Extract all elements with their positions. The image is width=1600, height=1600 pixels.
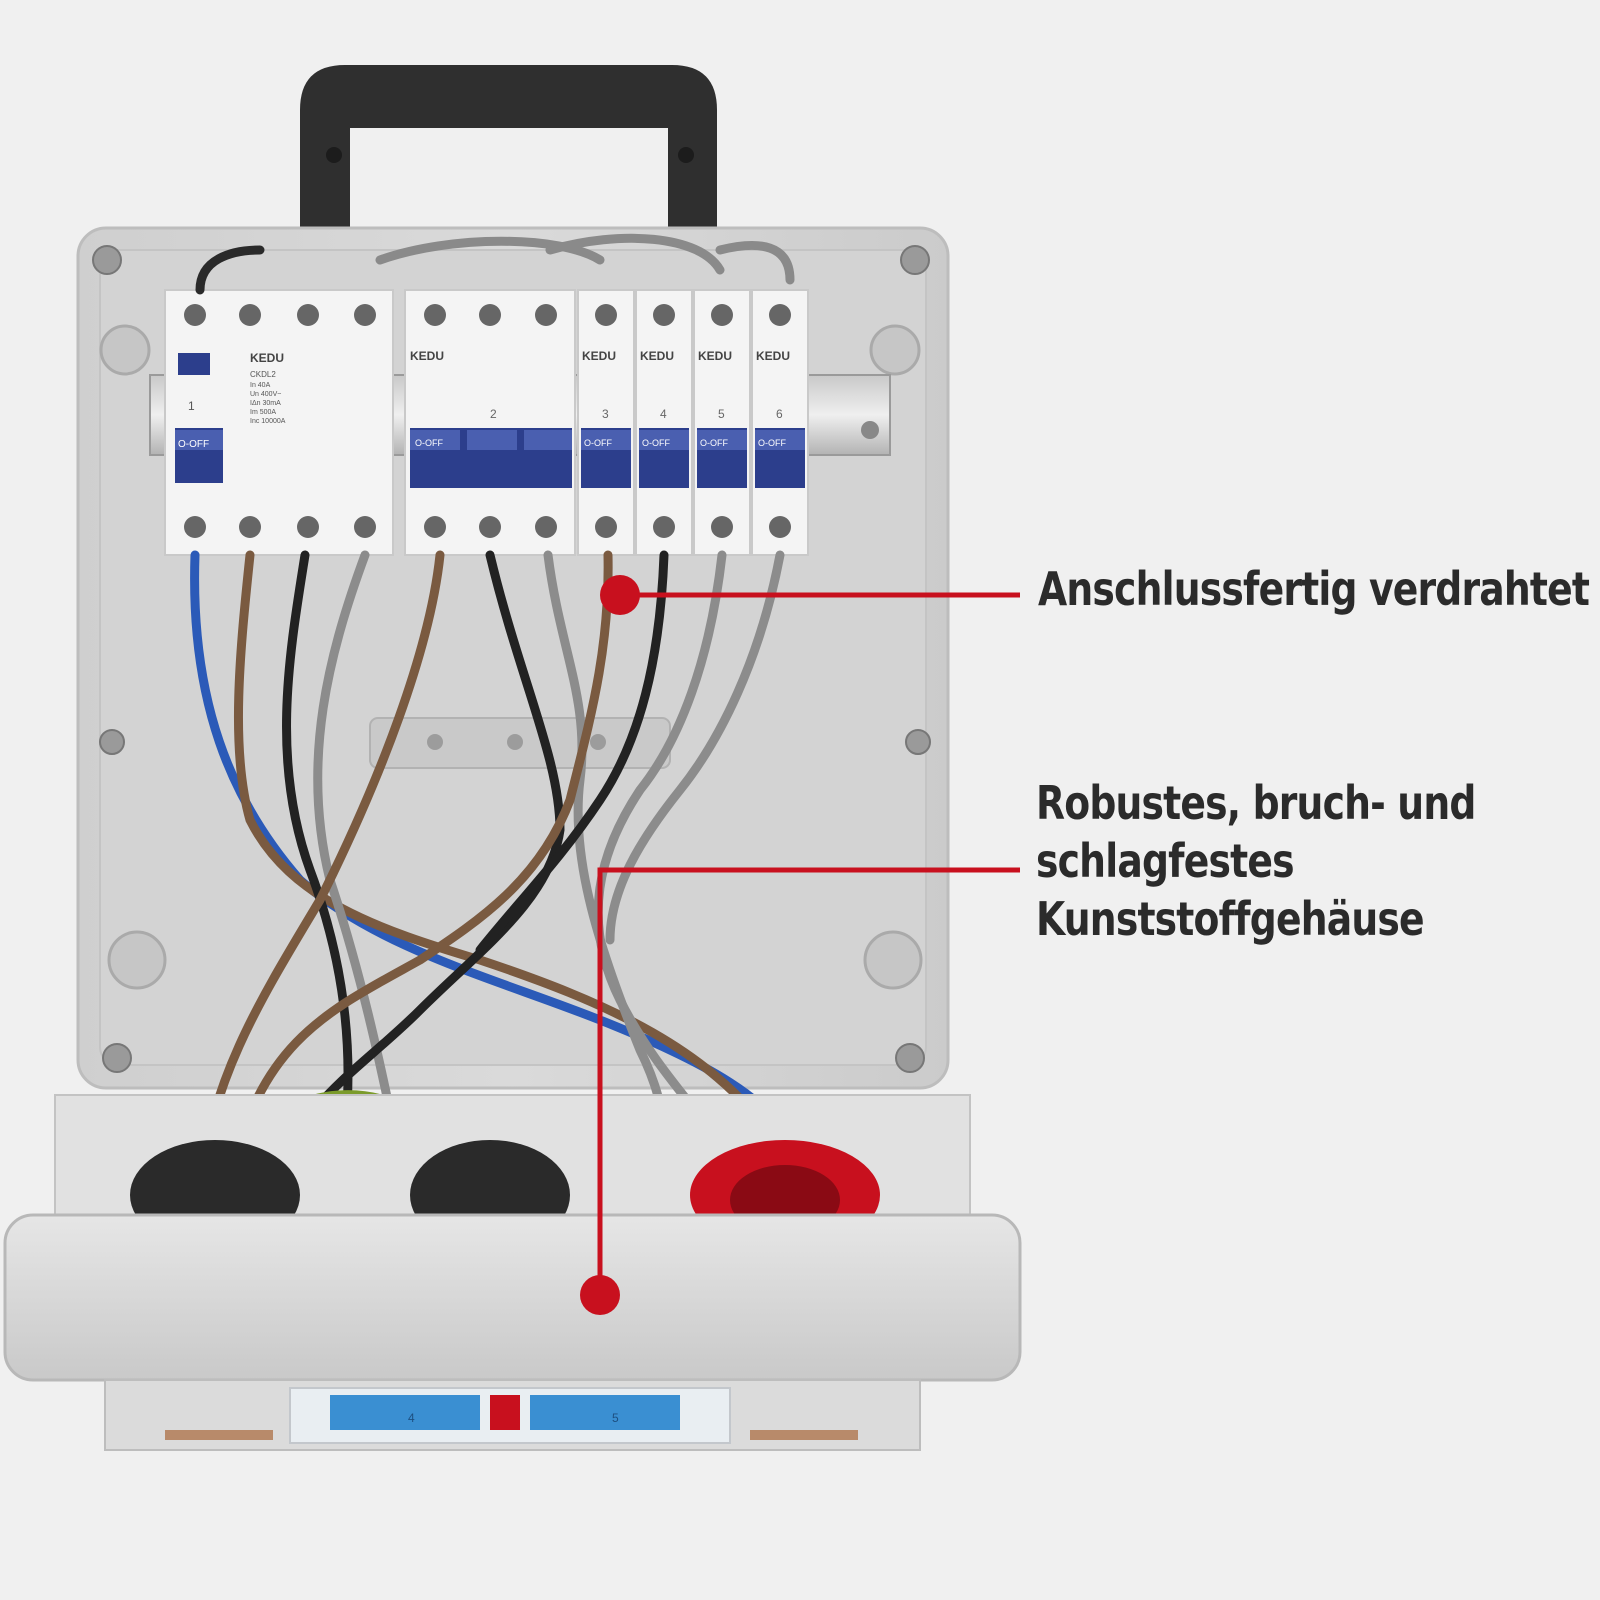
- mcb-2: KEDU 2 O-OFF: [404, 289, 576, 556]
- mcb-2-number: 2: [490, 407, 497, 421]
- callout-wired-text: Anschlussfertig verdrahtet: [1038, 562, 1590, 616]
- mcb-6-brand: KEDU: [756, 349, 790, 363]
- top-wires: [195, 233, 795, 295]
- mcb-3-number: 3: [602, 407, 609, 421]
- mcb-4-number: 4: [660, 407, 667, 421]
- mcb-breakers: KEDU 2 O-OFF KEDU 3 O-OFF KEDU 4 O-OFF: [404, 289, 809, 556]
- rcd-switch-label: O-OFF: [178, 439, 209, 450]
- mcb-4-brand: KEDU: [640, 349, 674, 363]
- callout-dot-housing: [580, 1275, 620, 1315]
- mcb-2-brand: KEDU: [410, 349, 444, 363]
- rcd-breaker: KEDU CKDL2 In 40A Un 400V~ IΔn 30mA Im 5…: [164, 289, 394, 556]
- callout-housing-line-1: Robustes, bruch- und: [1036, 776, 1476, 830]
- mcb-3-switch: O-OFF: [584, 438, 612, 448]
- mcb-6: KEDU 6 O-OFF: [751, 289, 809, 556]
- rcd-spec-2: IΔn 30mA: [250, 400, 281, 407]
- mcb-5: KEDU 5 O-OFF: [693, 289, 751, 556]
- rcd-spec-0: In 40A: [250, 382, 271, 389]
- bottom-label-4: 4: [408, 1411, 415, 1425]
- rcd-spec-1: Un 400V~: [250, 391, 281, 398]
- callout-housing-line-2: schlagfestes: [1036, 834, 1295, 888]
- front-panel: 4 5: [3, 1094, 1022, 1451]
- mcb-5-number: 5: [718, 407, 725, 421]
- mcb-2-switch: O-OFF: [415, 438, 443, 448]
- rcd-brand: KEDU: [250, 351, 284, 365]
- mcb-4: KEDU 4 O-OFF: [635, 289, 693, 556]
- callout-markers: [580, 575, 1020, 1315]
- rcd-model: CKDL2: [250, 370, 276, 379]
- callout-dot-wired: [600, 575, 640, 615]
- bottom-label-5: 5: [612, 1411, 619, 1425]
- callout-housing-line-3: Kunststoffgehäuse: [1036, 892, 1425, 946]
- mcb-3: KEDU 3 O-OFF: [577, 289, 635, 556]
- mcb-3-brand: KEDU: [582, 349, 616, 363]
- breaker-row: KEDU CKDL2 In 40A Un 400V~ IΔn 30mA Im 5…: [164, 289, 809, 556]
- mcb-5-brand: KEDU: [698, 349, 732, 363]
- mcb-6-switch: O-OFF: [758, 438, 786, 448]
- carry-handle: [300, 65, 717, 230]
- rcd-number: 1: [188, 399, 195, 413]
- mcb-4-switch: O-OFF: [642, 438, 670, 448]
- rcd-spec-3: Im 500A: [250, 409, 276, 416]
- mcb-5-switch: O-OFF: [700, 438, 728, 448]
- rcd-spec-4: Inc 10000A: [250, 418, 286, 425]
- callout-housing-text: Robustes, bruch- und schlagfestes Kunsts…: [1036, 774, 1572, 948]
- mcb-6-number: 6: [776, 407, 783, 421]
